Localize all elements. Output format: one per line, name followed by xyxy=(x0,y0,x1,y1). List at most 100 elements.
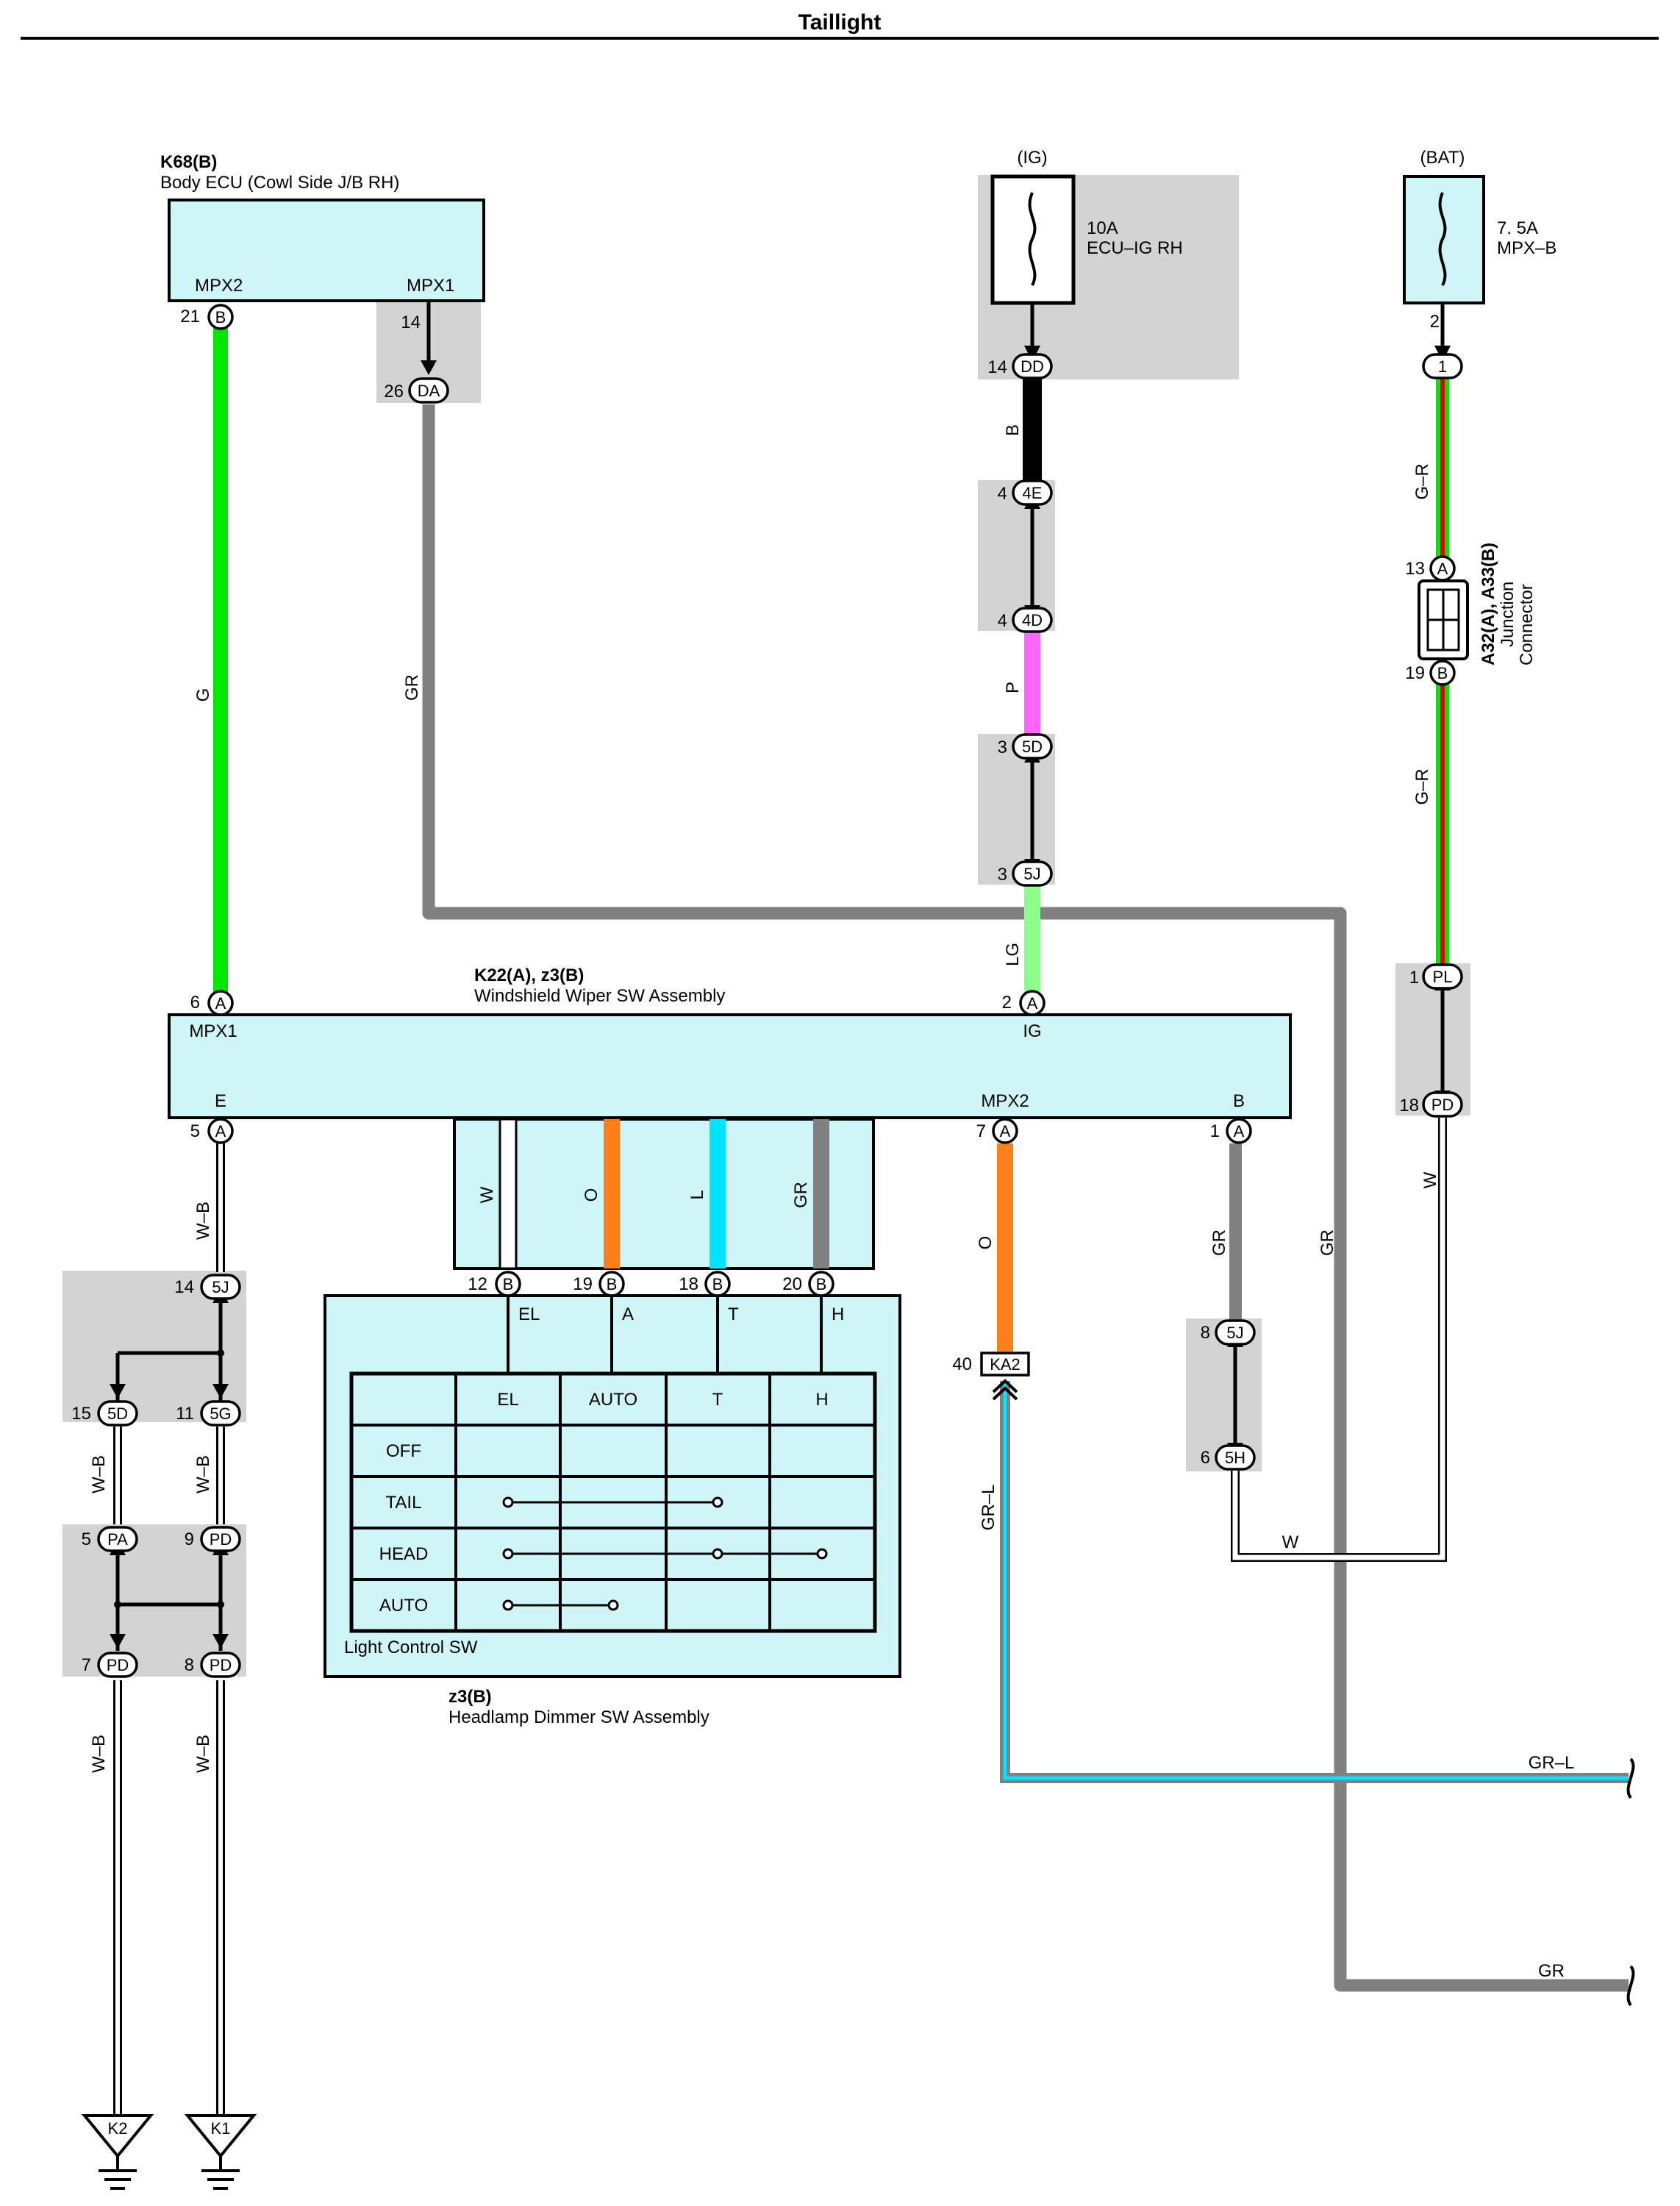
conn-5j-right: 5J xyxy=(1226,1324,1243,1342)
conn-dd: DD xyxy=(1020,357,1044,376)
pin-40: 40 xyxy=(952,1354,972,1374)
wiper-pin-e: E xyxy=(215,1091,226,1111)
fuse-bat-rating: 7. 5A xyxy=(1497,218,1538,238)
conn-a-b: A xyxy=(1234,1122,1245,1141)
label-gr-1: GR xyxy=(402,674,422,701)
conn-b-19: B xyxy=(607,1275,618,1293)
label-l-inner: L xyxy=(687,1190,707,1199)
pin-2-sw: 2 xyxy=(1002,993,1012,1013)
conn-pd-lower-right: PD xyxy=(210,1656,232,1674)
dimmer-pin-el: EL xyxy=(518,1304,540,1324)
wire-lg xyxy=(1024,885,1040,996)
label-gr-2: GR xyxy=(1209,1229,1229,1256)
pin-2-bat: 2 xyxy=(1430,312,1440,332)
dimmer-sw-ref: z3(B) xyxy=(448,1687,492,1707)
body-ecu-pin-mpx1: MPX1 xyxy=(407,276,454,296)
pin-20-b: 20 xyxy=(782,1274,802,1294)
conn-4e: 4E xyxy=(1023,484,1043,502)
fuse-ig: (IG) 10A ECU–IG RH xyxy=(990,148,1183,305)
table-header-h: H xyxy=(815,1390,828,1410)
table-row-off: OFF xyxy=(386,1441,421,1461)
conn-b-ecu: B xyxy=(215,308,226,326)
fuse-bat: (BAT) 7. 5A MPX–B xyxy=(1403,148,1556,304)
wire-gr-r-upper xyxy=(1436,375,1449,561)
conn-1: 1 xyxy=(1438,357,1447,376)
pin-5-sw: 5 xyxy=(190,1121,200,1141)
page-title: Taillight xyxy=(798,10,882,35)
continuity-marks xyxy=(502,1496,828,1611)
wire-gr-main xyxy=(422,404,1629,1992)
conn-pd-upper: PD xyxy=(210,1530,232,1549)
pin-1-bat: 1 xyxy=(1409,968,1419,988)
wiper-sw-name: Windshield Wiper SW Assembly xyxy=(474,986,725,1006)
label-gr-l-2: GR–L xyxy=(1529,1753,1575,1773)
wiper-sw-box xyxy=(168,1013,1292,1119)
pin-8-left: 8 xyxy=(185,1655,194,1675)
table-header-t: T xyxy=(712,1390,723,1410)
pin-3-b: 3 xyxy=(998,865,1007,885)
conn-5d: 5D xyxy=(1022,738,1043,756)
label-gr-l-1: GR–L xyxy=(979,1485,998,1531)
ecu-arrow-down xyxy=(421,360,437,375)
wire-b-black xyxy=(1023,374,1042,484)
junction-line2: Connector xyxy=(1517,584,1537,665)
pin-14-ig: 14 xyxy=(987,357,1007,377)
junction-ref: A32(A), A33(B) xyxy=(1479,543,1498,665)
dimmer-sw-assembly: EL A T H EL AUTO T H OFF TAIL HEAD A xyxy=(324,1294,901,1678)
body-ecu-pin-mpx2: MPX2 xyxy=(195,276,243,296)
body-ecu-box xyxy=(168,199,485,302)
label-w-b-3: W–B xyxy=(193,1455,213,1493)
pin-19-bat: 19 xyxy=(1405,663,1425,683)
wire-gr-l xyxy=(1000,1381,1629,1783)
conn-4d: 4D xyxy=(1022,611,1043,629)
pins: B 21 14 DA 26 DD 14 4E 4 4D 4 5D 3 5J 3 … xyxy=(71,304,1463,1678)
fuse-bat-name: MPX–B xyxy=(1497,238,1556,258)
label-g-r-2: G–R xyxy=(1412,768,1432,804)
dimmer-leads xyxy=(507,1296,823,1374)
wire-gr-r-lower xyxy=(1436,684,1449,969)
wire-gr-b xyxy=(1229,1143,1242,1320)
label-w-inner: W xyxy=(477,1186,497,1203)
fuse-ig-source: (IG) xyxy=(1017,148,1047,168)
conn-5j-left: 5J xyxy=(212,1278,229,1296)
body-ecu: K68(B) Body ECU (Cowl Side J/B RH) MPX2 … xyxy=(160,152,485,302)
fuse-ig-symbol xyxy=(1028,192,1037,286)
pin-9: 9 xyxy=(185,1529,194,1549)
pin-18-bat: 18 xyxy=(1399,1096,1419,1116)
pin-15: 15 xyxy=(71,1404,91,1424)
wire-w-b-left xyxy=(113,1143,225,2114)
table-header-auto: AUTO xyxy=(589,1390,637,1410)
label-w-b-2: W–B xyxy=(89,1455,109,1493)
pin-21: 21 xyxy=(180,307,200,326)
junction-line1: Junction xyxy=(1498,582,1518,647)
label-w-bottom: W xyxy=(1282,1532,1299,1552)
table-row-tail: TAIL xyxy=(386,1493,422,1513)
label-gr-inner: GR xyxy=(791,1182,811,1208)
table-header-el: EL xyxy=(497,1390,518,1410)
label-o: O xyxy=(976,1236,996,1250)
pin-14-ecu: 14 xyxy=(401,313,421,332)
ground-k2-label: K2 xyxy=(108,2119,128,2138)
label-b: B xyxy=(1003,424,1023,436)
wire-g xyxy=(213,327,228,996)
dimmer-sw-name: Headlamp Dimmer SW Assembly xyxy=(448,1707,709,1727)
wiper-pin-ig: IG xyxy=(1023,1021,1041,1041)
pin-26: 26 xyxy=(384,382,404,401)
conn-5d-left: 5D xyxy=(107,1404,128,1423)
label-w-right: W xyxy=(1420,1171,1440,1188)
pin-4-a: 4 xyxy=(998,484,1007,504)
label-w-b-1: W–B xyxy=(193,1202,213,1240)
wiper-pin-b: B xyxy=(1233,1091,1245,1111)
wiper-pin-mpx1: MPX1 xyxy=(189,1021,237,1041)
label-gr-3: GR xyxy=(1318,1229,1337,1256)
conn-da: DA xyxy=(418,382,440,400)
label-w-b-4: W–B xyxy=(89,1735,109,1773)
dimmer-pin-t: T xyxy=(728,1304,739,1324)
conn-b-jc: B xyxy=(1437,664,1448,682)
wire-w-fill xyxy=(1232,1118,1445,1560)
inner-wires xyxy=(498,1118,829,1270)
pin-3-a: 3 xyxy=(998,738,1007,757)
label-lg: LG xyxy=(1003,943,1023,966)
light-control-table: EL AUTO T H OFF TAIL HEAD AUTO xyxy=(349,1371,877,1633)
